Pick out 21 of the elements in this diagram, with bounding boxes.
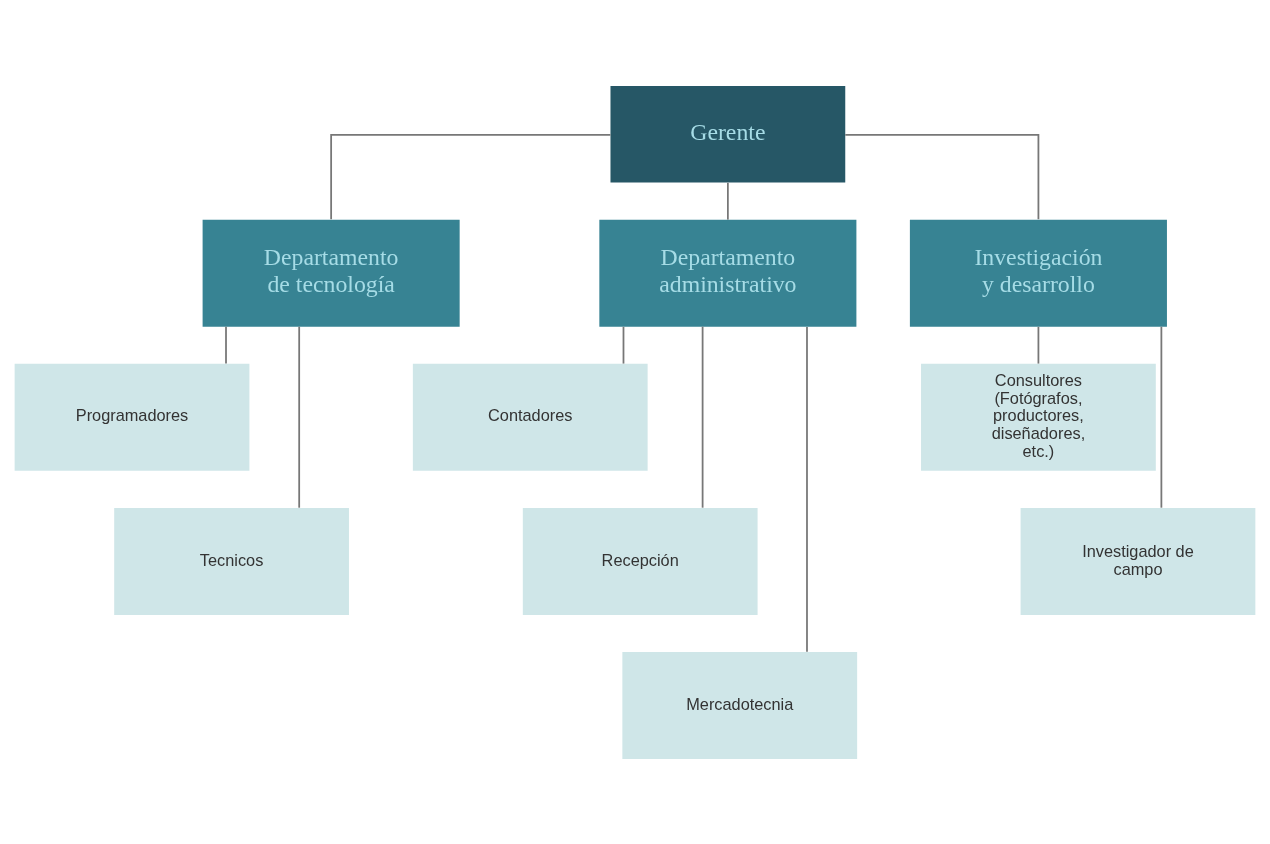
connector <box>330 133 612 220</box>
node-box: Departamento de tecnología <box>202 219 460 327</box>
connector <box>1037 325 1040 364</box>
node-box: Recepción <box>522 507 758 615</box>
connector <box>727 181 729 220</box>
node-box: Mercadotecnia <box>622 651 858 759</box>
node-box: Gerente <box>610 85 846 183</box>
node-box: Tecnicos <box>114 507 349 615</box>
node-box: Consultores (Fotógrafos, productores, diseñadores, etc.) <box>921 363 1156 471</box>
connector <box>298 325 301 509</box>
node-box: Investigador de campo <box>1020 507 1256 615</box>
node-box: Investigación y desarrollo <box>909 219 1167 327</box>
node-box: Departamento administrativo <box>599 219 857 327</box>
connector <box>844 133 1040 220</box>
connector <box>622 325 625 364</box>
connector <box>806 325 808 653</box>
connector <box>1160 325 1163 509</box>
connector <box>225 325 227 364</box>
node-box: Contadores <box>412 363 648 471</box>
node-box: Programadores <box>14 363 250 471</box>
connector <box>701 325 704 509</box>
